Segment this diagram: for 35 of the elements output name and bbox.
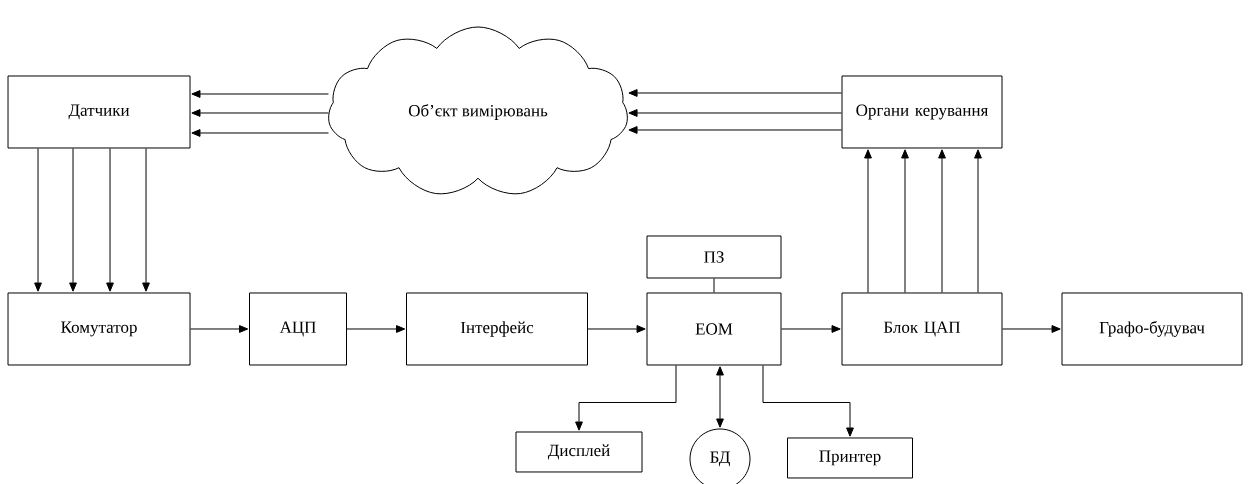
display-box: Дисплей (515, 431, 643, 473)
arrow (1002, 325, 1061, 333)
plotter-box: Графо-будувач (1061, 292, 1243, 366)
control-box: Органи керування (841, 75, 1003, 149)
arrow (974, 149, 982, 293)
software-box: ПЗ (646, 235, 782, 279)
arrow (69, 148, 77, 292)
arrow (762, 365, 854, 437)
arrow (191, 129, 329, 137)
arrow (864, 149, 872, 293)
arrow (191, 90, 329, 98)
arrow (191, 109, 329, 117)
arrow (142, 148, 150, 292)
arrow (901, 149, 909, 293)
arrow (575, 365, 677, 431)
arrow (628, 89, 842, 97)
arrow (938, 149, 946, 293)
printer-box: Принтер (787, 437, 913, 479)
arrow (716, 366, 724, 428)
arrow (628, 109, 842, 117)
interface-box: Інтерфейс (406, 292, 588, 366)
arrow (781, 325, 841, 333)
switch-box: Комутатор (7, 292, 191, 366)
adc-box: АЦП (249, 292, 347, 366)
dac-box: Блок ЦАП (841, 292, 1003, 366)
arrow (628, 126, 842, 134)
connector-line (713, 278, 715, 293)
computer-box: ЕОМ (646, 292, 782, 366)
object-cloud: Об’єкт вимірювань (328, 26, 628, 195)
arrow (346, 325, 406, 333)
arrow (34, 148, 42, 292)
arrow (587, 325, 646, 333)
arrow (106, 148, 114, 292)
arrow (190, 325, 249, 333)
sensor-box: Датчики (7, 75, 191, 149)
